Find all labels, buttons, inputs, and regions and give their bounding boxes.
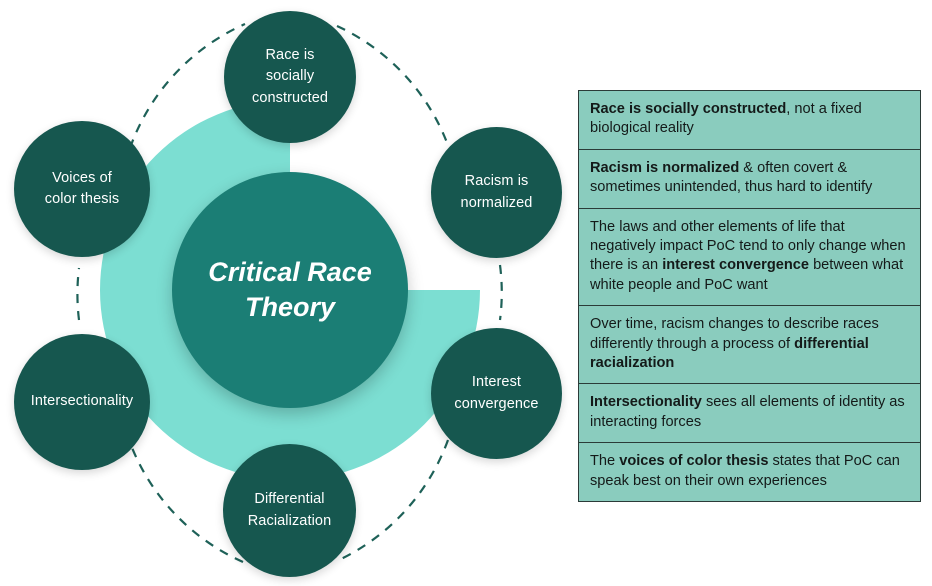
ring-sector-shape	[100, 100, 480, 480]
table-row: Race is socially constructed, not a fixe…	[579, 91, 920, 150]
table-row-text: The	[590, 453, 620, 470]
dashed-connector-race-to-racism	[336, 25, 451, 149]
dashed-connector-differential-to-intersectionality	[127, 439, 244, 564]
definitions-table: Race is socially constructed, not a fixe…	[578, 90, 921, 503]
diagram-node-differential-racialization[interactable]: Differential Racialization	[223, 444, 356, 577]
diagram-node-voices-of-color-thesis-label: Voices of color thesis	[44, 169, 120, 207]
dashed-connector-racism-to-interest	[498, 264, 503, 321]
table-row-text: Over time, racism changes to describe ra…	[590, 316, 879, 352]
table-row-term: Race is socially constructed	[590, 101, 787, 117]
diagram-node-voices-of-color-thesis[interactable]: Voices of color thesis	[14, 121, 150, 257]
dashed-connector-intersectionality-to-voices	[76, 267, 81, 321]
table-row-text: between what white people and PoC want	[590, 257, 904, 293]
diagram-node-intersectionality-label: Intersectionality	[30, 393, 134, 410]
diagram-node-racism-is-normalized[interactable]: Racism is normalized	[431, 127, 562, 258]
diagram-node-race-is-socially-constructed-label: Race is socially constructed	[251, 47, 329, 106]
diagram-node-differential-racialization-label: Differential Racialization	[247, 491, 332, 529]
dashed-connector-voices-to-race	[128, 22, 246, 149]
table-row-term: voices of color thesis	[619, 453, 769, 470]
table-row-term: differential racialization	[590, 335, 869, 372]
table-row: The laws and other elements of life that…	[579, 209, 920, 307]
dashed-connector-group	[76, 22, 503, 564]
critical-race-theory-diagram: Race is socially constructed Racism is n…	[14, 11, 562, 577]
table-row-term: Racism is normalized	[590, 159, 740, 176]
diagram-center-label-line-1: Critical Race	[208, 256, 372, 287]
diagram-node-intersectionality[interactable]: Intersectionality	[14, 334, 150, 470]
table-row: Racism is normalized & often covert & so…	[579, 150, 920, 209]
table-row-term: Intersectionality	[590, 394, 702, 411]
table-row-text: states that PoC can speak best on their …	[590, 453, 900, 489]
table-row: Over time, racism changes to describe ra…	[579, 306, 920, 385]
table-row-text: & often covert & sometimes unintended, t…	[590, 159, 873, 196]
diagram-node-race-is-socially-constructed[interactable]: Race is socially constructed	[224, 11, 356, 143]
table-row: The voices of color thesis states that P…	[579, 443, 920, 501]
diagram-node-interest-convergence[interactable]: Interest convergence	[431, 328, 562, 459]
diagram-node-interest-convergence-label: Interest convergence	[454, 374, 539, 412]
table-row-text: , not a fixed biological reality	[590, 101, 862, 137]
diagram-node-racism-is-normalized-label: Racism is normalized	[460, 173, 533, 211]
dashed-connector-interest-to-differential	[338, 439, 450, 561]
table-row-text: sees all elements of identity as interac…	[590, 394, 905, 430]
table-row: Intersectionality sees all elements of i…	[579, 384, 920, 444]
diagram-center-label-line-2: Theory	[244, 292, 336, 322]
diagram-background-layer	[76, 22, 503, 564]
table-row-term: interest convergence	[662, 257, 810, 274]
table-row-text: The laws and other elements of life that…	[590, 218, 906, 274]
